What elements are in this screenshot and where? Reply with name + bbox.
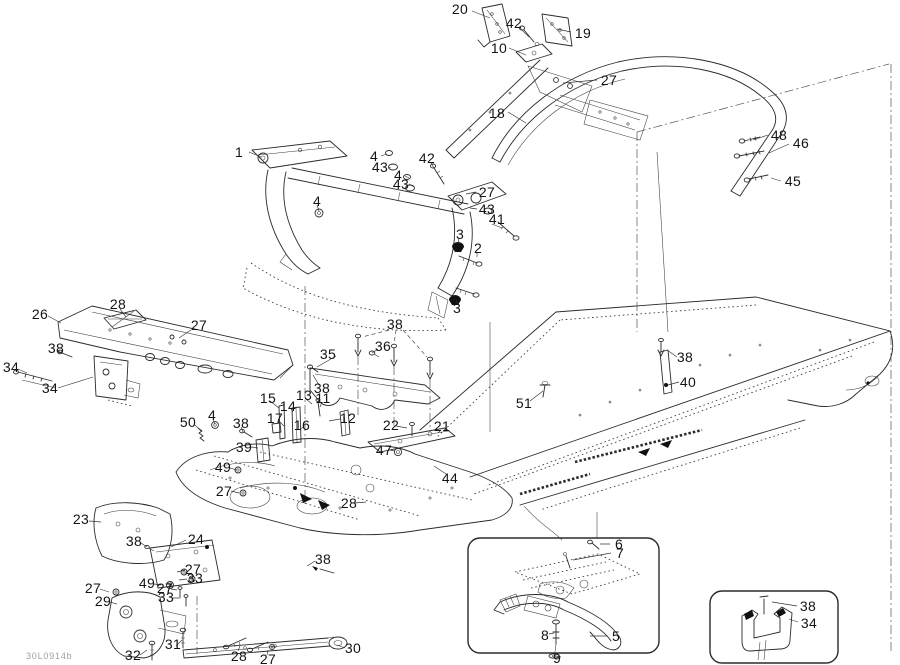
part-label-39: 39 bbox=[235, 439, 253, 455]
part-label-19: 19 bbox=[574, 25, 592, 41]
part-label-38: 38 bbox=[799, 598, 817, 614]
part-label-27: 27 bbox=[156, 580, 174, 596]
assembly-lower-left bbox=[93, 502, 348, 661]
part-label-2: 2 bbox=[473, 240, 483, 256]
part-label-41: 41 bbox=[488, 211, 506, 227]
part-label-26: 26 bbox=[31, 306, 49, 322]
part-label-30: 30 bbox=[344, 640, 362, 656]
part-label-36: 36 bbox=[374, 338, 392, 354]
part-label-16: 16 bbox=[293, 417, 311, 433]
part-label-20: 20 bbox=[451, 1, 469, 17]
assembly-upper-frame bbox=[242, 140, 520, 332]
phantom-reference-lines bbox=[196, 63, 892, 654]
part-label-34: 34 bbox=[2, 359, 20, 375]
assembly-rear-rack bbox=[445, 3, 787, 197]
part-label-35: 35 bbox=[319, 346, 337, 362]
part-label-21: 21 bbox=[433, 418, 451, 434]
part-label-51: 51 bbox=[515, 395, 533, 411]
watermark-code: 30L0914b bbox=[26, 651, 73, 661]
part-label-50: 50 bbox=[179, 414, 197, 430]
part-label-32: 32 bbox=[124, 647, 142, 663]
assembly-small-parts bbox=[197, 398, 351, 497]
part-label-42: 42 bbox=[505, 15, 523, 31]
part-label-38: 38 bbox=[125, 533, 143, 549]
part-label-28: 28 bbox=[340, 495, 358, 511]
part-label-15: 15 bbox=[259, 390, 277, 406]
part-label-22: 22 bbox=[382, 417, 400, 433]
assembly-left-rail bbox=[13, 305, 294, 407]
part-label-8: 8 bbox=[540, 627, 550, 643]
part-label-43: 43 bbox=[392, 176, 410, 192]
part-label-11: 11 bbox=[315, 390, 331, 406]
part-label-3: 3 bbox=[455, 226, 465, 242]
part-label-9: 9 bbox=[552, 650, 562, 665]
assembly-center-plate bbox=[367, 421, 456, 457]
part-label-27: 27 bbox=[478, 184, 496, 200]
part-label-48: 48 bbox=[770, 127, 788, 143]
assembly-bracket-35 bbox=[306, 329, 441, 432]
part-label-45: 45 bbox=[784, 173, 802, 189]
part-label-44: 44 bbox=[441, 470, 459, 486]
assembly-tunnel bbox=[419, 296, 894, 511]
part-label-13: 13 bbox=[295, 387, 313, 403]
part-label-4: 4 bbox=[393, 167, 403, 183]
part-label-7: 7 bbox=[615, 545, 625, 561]
part-label-24: 24 bbox=[187, 531, 205, 547]
part-label-5: 5 bbox=[611, 628, 621, 644]
part-label-49: 49 bbox=[214, 459, 232, 475]
part-label-42: 42 bbox=[418, 150, 436, 166]
part-label-27: 27 bbox=[259, 651, 277, 665]
part-label-27: 27 bbox=[215, 483, 233, 499]
part-label-38: 38 bbox=[386, 316, 404, 332]
part-label-29: 29 bbox=[94, 593, 112, 609]
part-label-31: 31 bbox=[164, 636, 182, 652]
part-label-47: 47 bbox=[375, 442, 393, 458]
part-label-14: 14 bbox=[279, 398, 297, 414]
part-label-38: 38 bbox=[313, 380, 331, 396]
part-label-34: 34 bbox=[41, 380, 59, 396]
leader-lines bbox=[17, 10, 799, 658]
part-label-27: 27 bbox=[184, 561, 202, 577]
part-label-27: 27 bbox=[190, 317, 208, 333]
inset-bracket-box bbox=[709, 590, 839, 664]
part-label-17: 17 bbox=[266, 410, 284, 426]
inset-handle-box bbox=[467, 537, 660, 659]
part-label-4: 4 bbox=[207, 407, 217, 423]
part-label-3: 3 bbox=[452, 300, 462, 316]
part-label-43: 43 bbox=[371, 159, 389, 175]
part-label-28: 28 bbox=[109, 296, 127, 312]
part-label-12: 12 bbox=[339, 410, 357, 426]
part-label-33: 33 bbox=[186, 570, 204, 586]
part-label-6: 6 bbox=[614, 536, 624, 552]
part-label-38: 38 bbox=[232, 415, 250, 431]
part-label-38: 38 bbox=[676, 349, 694, 365]
part-label-10: 10 bbox=[490, 40, 508, 56]
part-label-38: 38 bbox=[47, 340, 65, 356]
part-label-27: 27 bbox=[600, 72, 618, 88]
part-label-27: 27 bbox=[84, 580, 102, 596]
part-label-28: 28 bbox=[230, 648, 248, 664]
part-label-18: 18 bbox=[488, 105, 506, 121]
part-label-46: 46 bbox=[792, 135, 810, 151]
part-label-43: 43 bbox=[478, 201, 496, 217]
part-label-34: 34 bbox=[800, 615, 818, 631]
part-label-1: 1 bbox=[234, 144, 244, 160]
part-label-33: 33 bbox=[157, 589, 175, 605]
part-label-40: 40 bbox=[679, 374, 697, 390]
part-label-4: 4 bbox=[312, 193, 322, 209]
part-label-4: 4 bbox=[369, 148, 379, 164]
part-label-49: 49 bbox=[138, 575, 156, 591]
part-label-38: 38 bbox=[314, 551, 332, 567]
part-label-23: 23 bbox=[72, 511, 90, 527]
